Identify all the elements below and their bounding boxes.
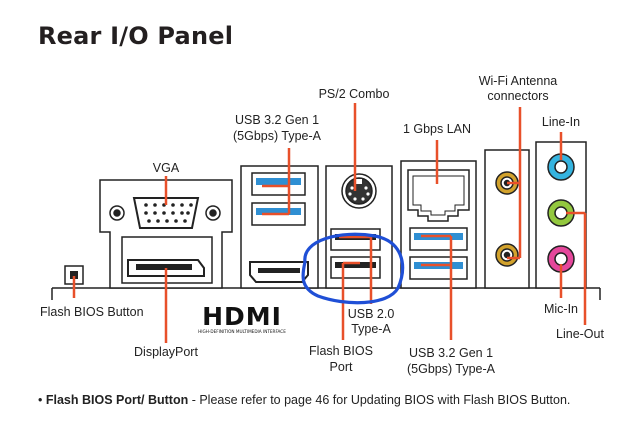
svg-text:HDMI: HDMI: [202, 302, 282, 331]
hdmi-port: [249, 261, 309, 283]
label-usb32-top-line2: (5Gbps) Type-A: [233, 129, 322, 143]
callout-lines: [72, 103, 587, 343]
label-mic-in: Mic-In: [544, 302, 578, 316]
label-wifi-line1: Wi-Fi Antenna: [479, 74, 558, 88]
label-wifi-line2: connectors: [487, 89, 548, 103]
note-bold: Flash BIOS Port/ Button: [45, 393, 189, 407]
label-usb32-top-line1: USB 3.2 Gen 1: [235, 113, 319, 127]
label-line-in: Line-In: [542, 115, 580, 129]
usb3-bottom-port-2: [409, 256, 468, 280]
usb3-bottom-port-1: [409, 227, 468, 251]
usb2-port-1: [330, 228, 381, 251]
wifi-antenna-block: [484, 149, 530, 289]
lan-usb3-block: [400, 160, 477, 289]
lan-port: [407, 169, 470, 222]
ps2-usb2-block: [325, 165, 393, 289]
label-vga: VGA: [153, 161, 180, 175]
label-usb20-line2: Type-A: [351, 322, 391, 336]
label-flash-bios-button: Flash BIOS Button: [40, 305, 144, 319]
audio-line-in-jack: [547, 153, 575, 181]
label-line-out: Line-Out: [556, 327, 604, 341]
flash-bios-note: • Flash BIOS Port/ Button - Please refer…: [38, 393, 598, 408]
wifi-connector-2: [495, 243, 519, 267]
note-bullet: •: [38, 393, 43, 407]
label-flash-bios-port-line2: Port: [330, 360, 353, 374]
hdmi-logo: HDMI HIGH-DEFINITION MULTIMEDIA INTERFAC…: [198, 302, 286, 334]
label-displayport: DisplayPort: [134, 345, 198, 359]
vga-port: [109, 197, 221, 229]
label-ps2: PS/2 Combo: [319, 87, 390, 101]
audio-line-out-jack: [547, 199, 575, 227]
annotation-circle: [301, 232, 405, 305]
label-usb32-bottom-line1: USB 3.2 Gen 1: [409, 346, 493, 360]
ps2-port: [341, 173, 377, 209]
label-usb32-bottom-line2: (5Gbps) Type-A: [407, 362, 496, 376]
label-usb20-line1: USB 2.0: [348, 307, 395, 321]
page-title: Rear I/O Panel: [38, 22, 234, 50]
usb2-port-2: [330, 256, 381, 279]
usb3-hdmi-block: [240, 165, 319, 289]
note-text: - Please refer to page 46 for Updating B…: [188, 393, 571, 407]
label-lan: 1 Gbps LAN: [403, 122, 471, 136]
usb3-top-port-1: [251, 172, 306, 196]
svg-text:HIGH-DEFINITION MULTIMEDIA INT: HIGH-DEFINITION MULTIMEDIA INTERFACE: [198, 329, 286, 334]
label-flash-bios-port-line1: Flash BIOS: [309, 344, 373, 358]
vga-displayport-block: [99, 179, 233, 289]
